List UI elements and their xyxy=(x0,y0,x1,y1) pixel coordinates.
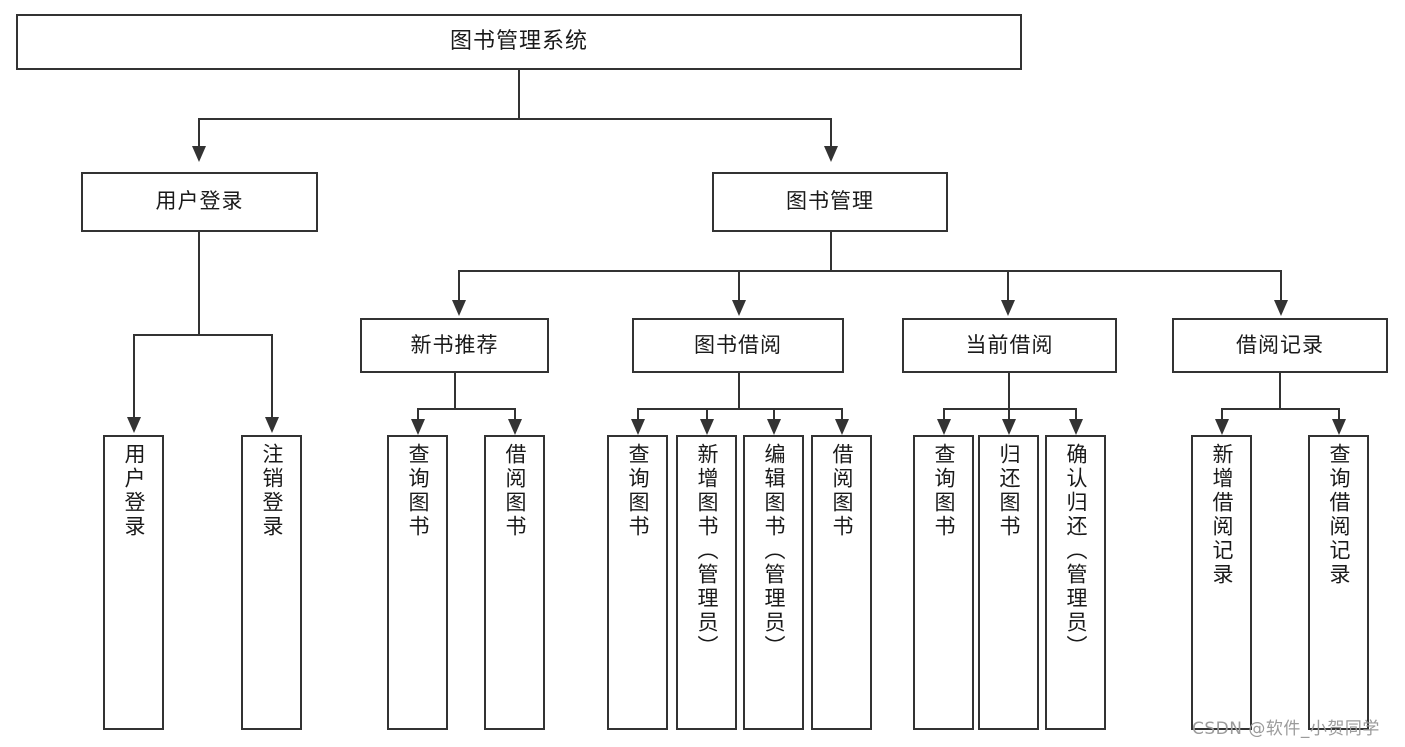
node-current-borrow[interactable]: 当前借阅 xyxy=(902,318,1117,373)
node-new-book-recommend[interactable]: 新书推荐 xyxy=(360,318,549,373)
node-leaf-add-book-label: 新增图书（管理员） xyxy=(695,443,719,659)
connector-level1-bar xyxy=(198,118,832,120)
connector-cb-drop-1 xyxy=(943,408,945,421)
node-book-management[interactable]: 图书管理 xyxy=(712,172,948,232)
arrowhead-book-management xyxy=(824,146,838,162)
arrowhead-leaf-query-book-1 xyxy=(411,419,425,435)
node-root-system-label: 图书管理系统 xyxy=(449,28,588,54)
node-leaf-return-book-label: 归还图书 xyxy=(997,443,1021,539)
connector-borrow-record-bar xyxy=(1221,408,1340,410)
connector-nbr-drop-1 xyxy=(417,408,419,421)
node-borrow-record[interactable]: 借阅记录 xyxy=(1172,318,1388,373)
node-leaf-borrow-book-2[interactable]: 借阅图书 xyxy=(811,435,872,730)
connector-level3-drop-3 xyxy=(1007,270,1009,302)
connector-book-management-stem xyxy=(830,232,832,270)
connector-book-borrow-stem xyxy=(738,373,740,408)
connector-level1-drop-left xyxy=(198,118,200,148)
arrowhead-leaf-query-book-3 xyxy=(937,419,951,435)
node-leaf-logout-login[interactable]: 注销登录 xyxy=(241,435,302,730)
connector-bb-drop-1 xyxy=(637,408,639,421)
node-root-system[interactable]: 图书管理系统 xyxy=(16,14,1022,70)
connector-br-drop-1 xyxy=(1221,408,1223,421)
node-leaf-query-book-1[interactable]: 查询图书 xyxy=(387,435,448,730)
connector-user-login-bar xyxy=(133,334,273,336)
arrowhead-user-login xyxy=(192,146,206,162)
arrowhead-leaf-edit-book xyxy=(767,419,781,435)
connector-level3-drop-2 xyxy=(738,270,740,302)
node-book-borrow[interactable]: 图书借阅 xyxy=(632,318,844,373)
arrowhead-leaf-query-book-2 xyxy=(631,419,645,435)
connector-borrow-record-stem xyxy=(1279,373,1281,408)
node-leaf-query-book-1-label: 查询图书 xyxy=(406,443,430,539)
connector-new-book-recommend-bar xyxy=(417,408,516,410)
node-leaf-query-book-2[interactable]: 查询图书 xyxy=(607,435,668,730)
connector-current-borrow-stem xyxy=(1008,373,1010,408)
node-book-management-label: 图书管理 xyxy=(786,189,874,214)
node-leaf-query-book-3-label: 查询图书 xyxy=(932,443,956,539)
connector-bb-drop-3 xyxy=(773,408,775,421)
arrowhead-leaf-add-record xyxy=(1215,419,1229,435)
node-leaf-return-book[interactable]: 归还图书 xyxy=(978,435,1039,730)
node-current-borrow-label: 当前借阅 xyxy=(965,332,1054,357)
connector-cb-drop-2 xyxy=(1008,408,1010,421)
node-leaf-edit-book[interactable]: 编辑图书（管理员） xyxy=(743,435,804,730)
node-leaf-query-book-3[interactable]: 查询图书 xyxy=(913,435,974,730)
node-leaf-logout-login-label: 注销登录 xyxy=(260,443,284,539)
arrowhead-borrow-record xyxy=(1274,300,1288,316)
connector-level3-bar xyxy=(458,270,1280,272)
arrowhead-leaf-confirm-return xyxy=(1069,419,1083,435)
arrowhead-leaf-borrow-book-1 xyxy=(508,419,522,435)
arrowhead-leaf-query-record xyxy=(1332,419,1346,435)
connector-nbr-drop-2 xyxy=(514,408,516,421)
node-leaf-borrow-book-1[interactable]: 借阅图书 xyxy=(484,435,545,730)
connector-root-stem xyxy=(518,70,520,118)
connector-user-login-stem xyxy=(198,232,200,334)
arrowhead-leaf-logout-login xyxy=(265,417,279,433)
node-leaf-confirm-return-label: 确认归还（管理员） xyxy=(1064,443,1088,659)
arrowhead-leaf-borrow-book-2 xyxy=(835,419,849,435)
connector-br-drop-2 xyxy=(1338,408,1340,421)
node-leaf-add-record[interactable]: 新增借阅记录 xyxy=(1191,435,1252,730)
node-leaf-add-record-label: 新增借阅记录 xyxy=(1210,443,1234,587)
connector-user-login-drop-2 xyxy=(271,334,273,419)
node-leaf-edit-book-label: 编辑图书（管理员） xyxy=(762,443,786,659)
node-leaf-query-record[interactable]: 查询借阅记录 xyxy=(1308,435,1369,730)
arrowhead-leaf-user-login xyxy=(127,417,141,433)
node-leaf-query-record-label: 查询借阅记录 xyxy=(1327,443,1351,587)
node-leaf-borrow-book-2-label: 借阅图书 xyxy=(830,443,854,539)
node-leaf-user-login-label: 用户登录 xyxy=(122,443,146,539)
node-leaf-query-book-2-label: 查询图书 xyxy=(626,443,650,539)
arrowhead-book-borrow xyxy=(732,300,746,316)
connector-current-borrow-bar xyxy=(943,408,1077,410)
node-leaf-confirm-return[interactable]: 确认归还（管理员） xyxy=(1045,435,1106,730)
node-leaf-borrow-book-1-label: 借阅图书 xyxy=(503,443,527,539)
node-borrow-record-label: 借阅记录 xyxy=(1236,332,1324,357)
node-book-borrow-label: 图书借阅 xyxy=(694,332,782,357)
node-new-book-recommend-label: 新书推荐 xyxy=(410,332,499,357)
connector-cb-drop-3 xyxy=(1075,408,1077,421)
arrowhead-leaf-return-book xyxy=(1002,419,1016,435)
connector-level3-drop-4 xyxy=(1280,270,1282,302)
connector-level1-drop-right xyxy=(830,118,832,148)
arrowhead-current-borrow xyxy=(1001,300,1015,316)
connector-bb-drop-2 xyxy=(706,408,708,421)
connector-new-book-recommend-stem xyxy=(454,373,456,408)
arrowhead-new-book-recommend xyxy=(452,300,466,316)
csdn-watermark: CSDN @软件_小贺同学 xyxy=(1192,719,1380,739)
arrowhead-leaf-add-book xyxy=(700,419,714,435)
connector-level3-drop-1 xyxy=(458,270,460,302)
node-user-login-label: 用户登录 xyxy=(155,189,244,214)
node-leaf-user-login[interactable]: 用户登录 xyxy=(103,435,164,730)
node-leaf-add-book[interactable]: 新增图书（管理员） xyxy=(676,435,737,730)
node-user-login[interactable]: 用户登录 xyxy=(81,172,318,232)
connector-book-borrow-bar xyxy=(637,408,843,410)
connector-user-login-drop-1 xyxy=(133,334,135,419)
connector-bb-drop-4 xyxy=(841,408,843,421)
